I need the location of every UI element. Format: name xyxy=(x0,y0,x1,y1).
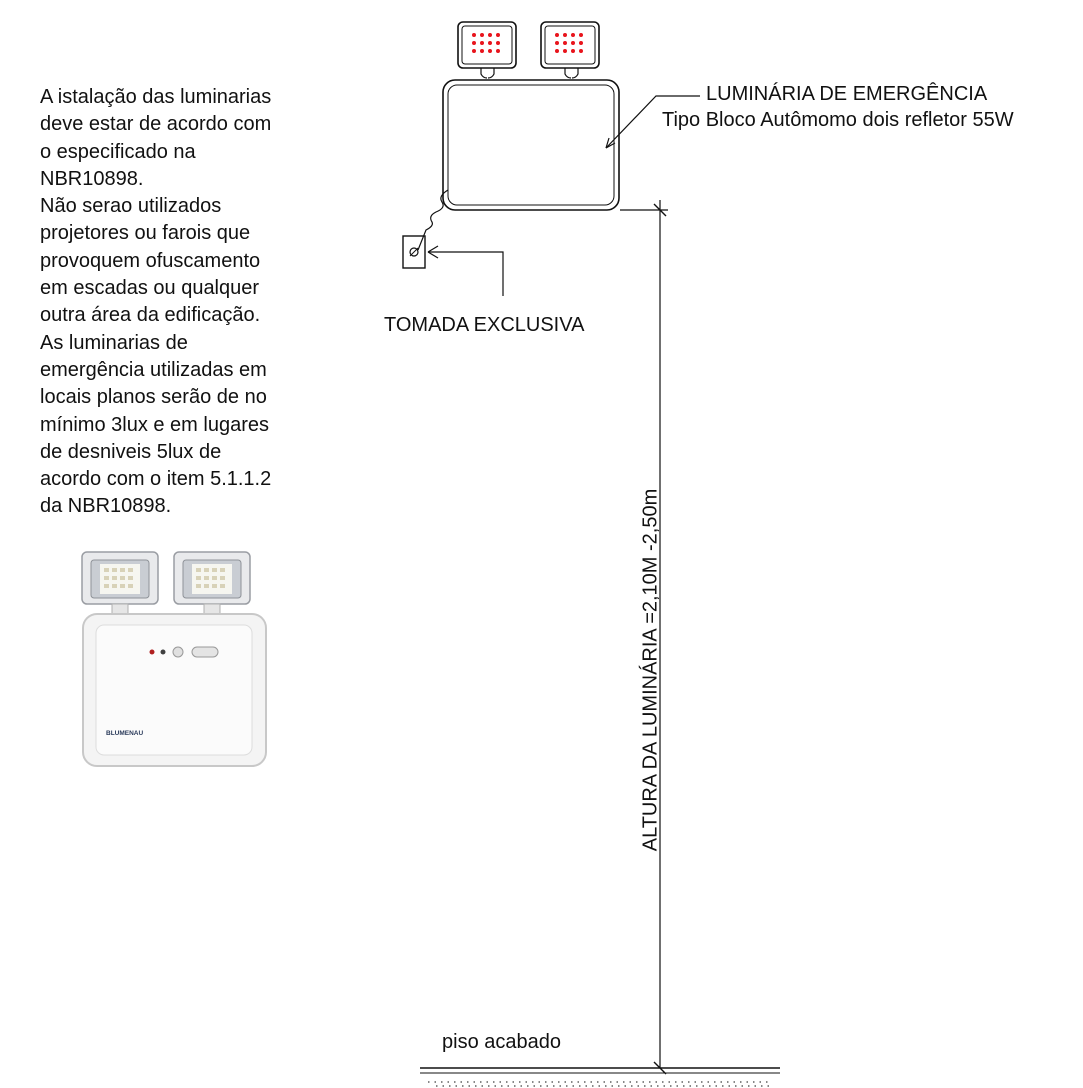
note-line: da NBR10898. xyxy=(40,495,172,518)
note-line: provoquem ofuscamento xyxy=(40,249,261,272)
floor-line xyxy=(420,1067,780,1087)
product-photo: BLUMENAU xyxy=(81,551,267,767)
floor-label: piso acabado xyxy=(442,1031,561,1053)
led-array xyxy=(472,33,583,53)
luminaire-title: LUMINÁRIA DE EMERGÊNCIA xyxy=(706,83,988,105)
installation-notes: A istalação das luminarias deve estar de… xyxy=(40,84,340,521)
note-line: acordo com o item 5.1.1.2 xyxy=(40,468,272,491)
note-line: o especificado na xyxy=(40,140,196,163)
note-line: Não serao utilizados xyxy=(40,195,222,218)
note-line: NBR10898. xyxy=(40,167,144,190)
note-line: mínimo 3lux e em lugares xyxy=(40,413,269,436)
note-line: A istalação das luminarias xyxy=(40,86,272,108)
note-line: emergência utilizadas em xyxy=(40,358,267,381)
leader-lines xyxy=(427,95,700,296)
note-line: de desniveis 5lux de xyxy=(40,440,222,463)
brand-logo: BLUMENAU xyxy=(106,730,143,737)
note-line: projetores ou farois que xyxy=(40,222,251,245)
note-line: outra área da edificação. xyxy=(40,304,261,327)
note-line: As luminarias de xyxy=(40,331,188,354)
note-line: em escadas ou qualquer xyxy=(40,277,260,300)
note-line: deve estar de acordo com xyxy=(40,113,272,136)
luminaire-subtitle: Tipo Bloco Autômomo dois refletor 55W xyxy=(662,109,1014,131)
luminaire-drawing xyxy=(402,21,620,269)
outlet-label: TOMADA EXCLUSIVA xyxy=(384,314,585,336)
lamp-head-left xyxy=(81,551,159,617)
height-label: ALTURA DA LUMINÁRIA =2,10M -2,50m xyxy=(639,488,662,852)
note-line: locais planos serão de no xyxy=(40,386,267,409)
lamp-head-right xyxy=(173,551,251,617)
